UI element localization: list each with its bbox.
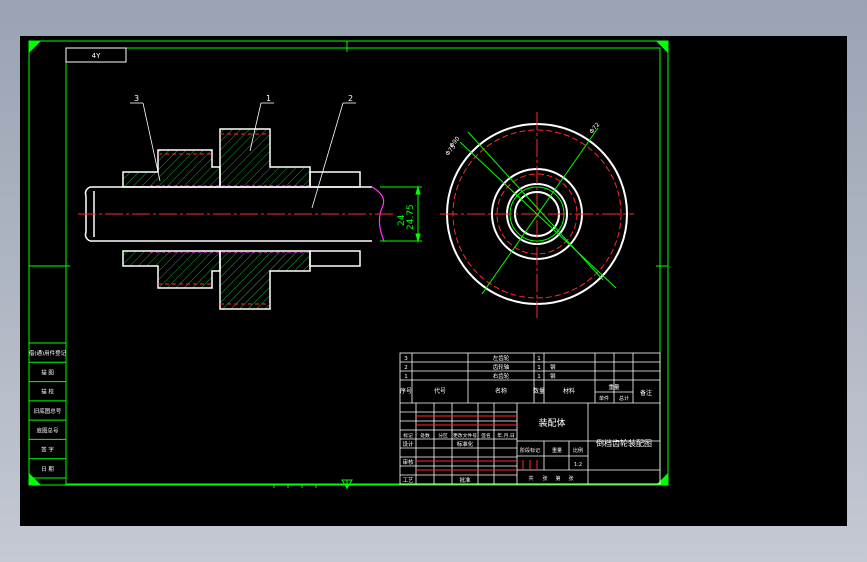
sheet-info: 张 [542,475,547,482]
approval-label: 审核 [402,458,414,466]
scale-value: 1:2 [574,462,582,468]
weight-label: 重量 [552,447,562,454]
side-row-label: 日 期 [41,466,54,473]
header-qty: 数量 [533,387,545,395]
part-qty: 1 [537,365,541,371]
approve-label: 批准 [459,476,471,484]
corner-label: 4Y [92,52,101,60]
shaft-dimension [380,185,422,243]
side-row-label: 描 图 [41,368,54,376]
side-row-label: 借(通)用件登记 [29,349,67,357]
scale-label: 比例 [573,447,583,454]
part-no: 3 [404,356,408,362]
stage-mark-label: 阶段标记 [520,447,540,454]
section-view: 24 24.75 3 1 2 [78,94,422,310]
approval-label: 工艺 [402,477,414,484]
dimension-upper: 24 [397,214,407,226]
part-no: 2 [404,365,408,371]
part-material: 钢 [550,372,556,380]
sheet-info: 共 [528,475,533,482]
header-remarks: 备注 [640,389,652,397]
revision-label: 分区 [438,432,448,439]
header-weight: 重量 [608,383,620,391]
header-no: 序号 [400,387,412,395]
balloon-3: 3 [134,94,139,103]
revision-label: 标记 [403,432,413,439]
cad-viewport[interactable]: 4Y [20,36,847,526]
standardization-label: 标准化 [457,440,474,448]
part-name: 左齿轮 [493,354,510,362]
header-unit-weight: 单件 [599,395,609,402]
diameter-leaders [459,127,617,295]
part-qty: 1 [537,374,541,380]
part-qty: 1 [537,356,541,362]
end-view: Φ90 Φ75 Φ72 [440,112,634,318]
part-name: 右齿轮 [493,372,510,380]
side-row-label: 底图总号 [36,426,59,434]
part-name: 齿轮轴 [493,363,510,371]
dimension-lower: 24.75 [406,204,416,230]
side-row-label: 签 字 [41,446,54,454]
header-code: 代号 [434,387,446,395]
sheet-info: 第 [555,475,560,482]
approval-label: 设计 [402,440,414,448]
title-block-red-bars [416,415,538,471]
revision-label: 更改文件号 [453,432,477,439]
leader-lines [130,102,356,209]
assembly-drawing: 4Y [28,40,669,489]
header-material: 材料 [563,387,575,395]
corner-triangles [29,41,668,485]
pitch-marks [150,185,310,253]
right-gear-body [219,128,311,310]
title-block [399,352,661,485]
drawing-title: 倒档齿轮装配图 [596,438,652,448]
side-row-label: 旧底图总号 [34,407,62,415]
orientation-mark [341,479,353,489]
spacer-ring [309,171,361,267]
revision-label: 签名 [481,432,491,439]
revision-label: 处数 [420,432,430,439]
balloon-1: 1 [266,94,271,103]
break-line [371,186,385,242]
header-total-weight: 总计 [619,395,629,402]
diameter-label-2: Φ72 [588,121,601,135]
tooth-tips [158,133,270,305]
part-no: 1 [404,374,408,380]
sheet-info: 张 [568,475,573,482]
product-name: 装配体 [538,417,565,429]
header-name: 名称 [495,387,507,395]
corner-label-box: 4Y [65,47,127,63]
side-row-label: 描 校 [41,388,54,396]
revision-label: 年.月.日 [497,432,514,439]
left-gear-body [122,149,221,289]
balloon-2: 2 [348,94,353,103]
part-material: 钢 [550,363,556,371]
